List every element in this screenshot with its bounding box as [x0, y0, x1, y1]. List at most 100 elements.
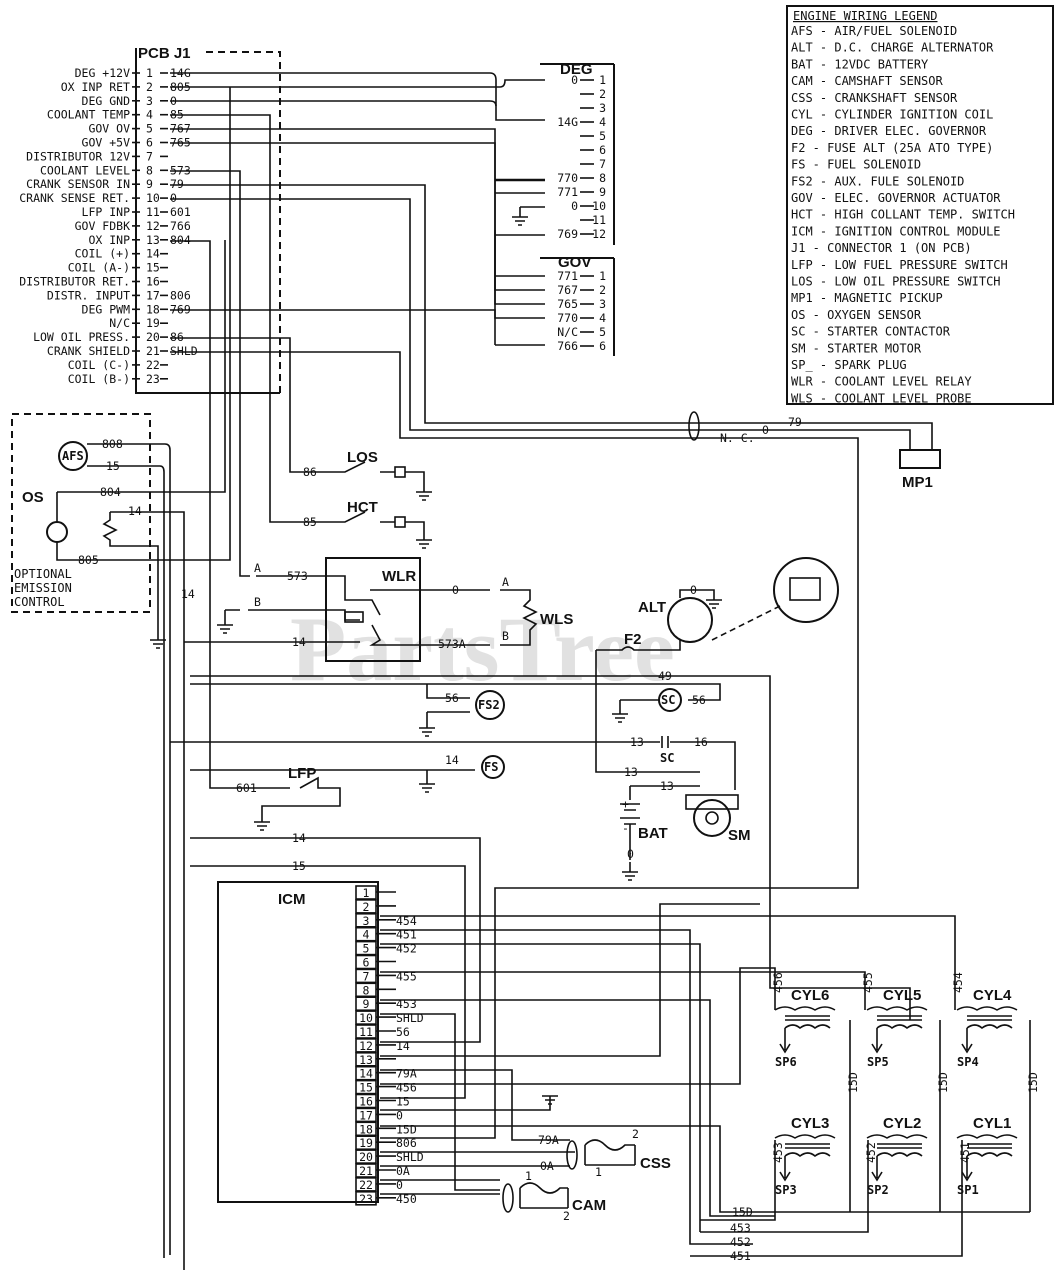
- sp-label: SP6: [775, 1055, 797, 1069]
- coil-primary: [774, 1134, 836, 1139]
- wire-56a: 56: [445, 691, 459, 705]
- optional-line1: OPTIONAL: [14, 567, 72, 581]
- legend-item: F2 - FUSE ALT (25A ATO TYPE): [791, 141, 993, 155]
- icm-pin-number: 17: [359, 1108, 373, 1122]
- icm-pin-number: 12: [359, 1039, 373, 1053]
- wire-15D-4: 15D: [1026, 1072, 1040, 1093]
- los-label: LOS: [347, 449, 378, 466]
- coil-secondary: [876, 1024, 923, 1030]
- deg-pin: 10: [592, 199, 606, 213]
- gov-pin: 6: [599, 339, 606, 353]
- deg-pin: 2: [599, 87, 606, 101]
- legend-item: ALT - D.C. CHARGE ALTERNATOR: [791, 41, 994, 55]
- pcb-pin-wire: 766: [170, 219, 191, 233]
- legend-item: OS - OXYGEN SENSOR: [791, 308, 922, 322]
- pcb-pin-label: CRANK SHIELD: [47, 344, 130, 358]
- bat-label: BAT: [638, 825, 668, 842]
- icm-pin-number: 11: [359, 1025, 373, 1039]
- wire-86: 86: [303, 465, 317, 479]
- pcb-pin-number: 14: [146, 247, 160, 261]
- icm-pin-wire: 455: [396, 969, 417, 983]
- pcb-pin-number: 5: [146, 122, 153, 136]
- deg-outline: [540, 63, 615, 245]
- wire-451: 451: [958, 1142, 972, 1163]
- icm-pin-number: 8: [363, 983, 370, 997]
- pcb-pin-number: 19: [146, 316, 160, 330]
- sc-label-2: SC: [660, 751, 674, 765]
- coil-primary: [866, 1006, 928, 1011]
- coil-core: [967, 1015, 1012, 1021]
- wire-nc: N. C.: [720, 431, 755, 445]
- gov-pin: 2: [599, 283, 606, 297]
- cam-pin-2: 2: [563, 1209, 570, 1223]
- legend-item: DEG - DRIVER ELEC. GOVERNOR: [791, 124, 987, 138]
- spark-plug-lead: [779, 1028, 791, 1054]
- pcb-pin-label: CRANK SENSOR IN: [26, 177, 130, 191]
- icm-pin-number: 16: [359, 1095, 373, 1109]
- icm-pin-wire: 806: [396, 1136, 417, 1150]
- sp-label: SP1: [957, 1183, 979, 1197]
- wlr-wls: WLR A 573 0 A WLS B 573A B 14: [170, 170, 573, 662]
- icm-pin-wire: 451: [396, 928, 417, 942]
- cyl-label: CYL5: [883, 987, 921, 1004]
- pcb-outline: [135, 48, 280, 394]
- legend-item: CAM - CAMSHAFT SENSOR: [791, 74, 943, 88]
- icm-pin-wire: 14: [396, 1039, 410, 1053]
- pcb-pin-wire: 0: [170, 191, 177, 205]
- wls-a: A: [502, 575, 509, 589]
- sp-label: SP4: [957, 1055, 979, 1069]
- pcb-pin-label: COIL (C-): [68, 358, 130, 372]
- pcb-pin-number: 11: [146, 205, 160, 219]
- cyl-label: CYL4: [973, 987, 1012, 1004]
- wire-456: 456: [771, 972, 785, 993]
- cyl-label: CYL1: [973, 1115, 1011, 1132]
- wire-14b: 14: [181, 587, 195, 601]
- pcb-pin-number: 23: [146, 372, 160, 386]
- sp-label: SP3: [775, 1183, 797, 1197]
- deg-pin: 7: [599, 157, 606, 171]
- wire-14a: 14: [128, 504, 142, 518]
- wire-805: 805: [78, 553, 99, 567]
- cyl-label: CYL3: [791, 1115, 829, 1132]
- optional-line2: EMISSION: [14, 581, 72, 595]
- wire-14d: 14: [445, 753, 459, 767]
- legend-item: HCT - HIGH COLLANT TEMP. SWITCH: [791, 208, 1015, 222]
- deg-pin: 8: [599, 171, 606, 185]
- icm-pin-number: 1: [363, 886, 370, 900]
- wire-13c: 13: [660, 779, 674, 793]
- deg-wire: 0: [571, 199, 578, 213]
- css-pin-2: 2: [632, 1127, 639, 1141]
- icm-pin-wire: 15: [396, 1095, 410, 1109]
- legend-item: FS2 - AUX. FULE SOLENOID: [791, 174, 964, 188]
- wire-452: 452: [864, 1142, 878, 1163]
- pcb-pin-wire: 806: [170, 288, 191, 302]
- wire-15: 15: [106, 459, 120, 473]
- pcb-pin-number: 12: [146, 219, 160, 233]
- wire-0A: 0A: [540, 1159, 554, 1173]
- legend-item: AFS - AIR/FUEL SOLENOID: [791, 24, 957, 38]
- icm-pin-wire: 452: [396, 942, 417, 956]
- deg-pin: 4: [599, 115, 606, 129]
- pcb-pin-wire: SHLD: [170, 344, 198, 358]
- wire-15b: 15: [292, 859, 306, 873]
- gov-wire: 770: [557, 311, 578, 325]
- deg-wire: 770: [557, 171, 578, 185]
- spark-plug-lead: [871, 1028, 883, 1054]
- spark-plug-lead: [961, 1028, 973, 1054]
- wire-573A: 573A: [438, 637, 466, 651]
- lfp-label: LFP: [288, 765, 316, 782]
- wire-804: 804: [100, 485, 121, 499]
- alt-symbol: [667, 597, 713, 643]
- icm-pin-number: 20: [359, 1150, 373, 1164]
- icm-pin-number: 23: [359, 1192, 373, 1206]
- icm-pin-number: 2: [363, 900, 370, 914]
- wire-601: 601: [236, 781, 257, 795]
- wlr-label: WLR: [382, 568, 416, 585]
- spark-plug-lead: [779, 1156, 791, 1182]
- coil-core: [785, 1015, 830, 1021]
- wire-0-bat: 0: [627, 847, 634, 861]
- wire-15D-5: 15D: [936, 1072, 950, 1093]
- pcb-pin-number: 8: [146, 163, 153, 177]
- relay-a: A: [254, 561, 261, 575]
